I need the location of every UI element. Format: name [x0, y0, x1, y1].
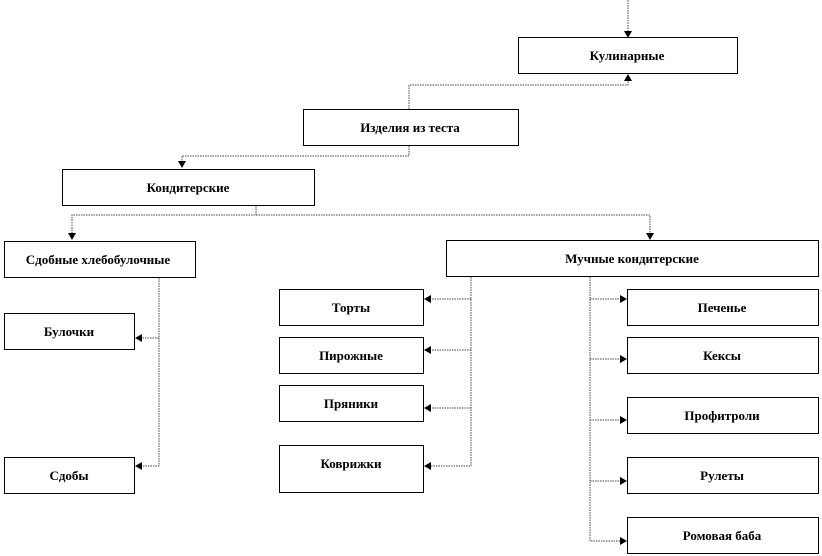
node-flour-confectionery-label: Мучные кондитерские	[565, 251, 699, 266]
arrow-down	[624, 31, 632, 38]
node-kovrizhki-label: Коврижки	[320, 456, 382, 471]
arrow-left	[424, 462, 431, 470]
connector-rich-bakery-children	[140, 278, 160, 467]
connector-flour-left-children	[430, 277, 472, 467]
arrow-down	[178, 161, 186, 168]
arrow-left	[424, 346, 431, 354]
arrow-down	[646, 233, 654, 240]
arrow-right	[620, 537, 627, 545]
node-culinary: Кулинарные	[518, 37, 738, 74]
connector-dough-to-culinary	[408, 79, 629, 109]
node-profiteroles: Профитроли	[627, 397, 819, 434]
arrow-left	[135, 462, 142, 470]
arrow-down	[68, 233, 76, 240]
node-cookies-label: Печенье	[698, 300, 747, 315]
arrow-up	[624, 74, 632, 81]
node-pastries-label: Пирожные	[319, 348, 383, 363]
node-flour-confectionery: Мучные кондитерские	[446, 240, 819, 277]
arrow-right	[620, 477, 627, 485]
node-confectionery: Кондитерские	[62, 169, 315, 206]
connector-dough-to-confectionery	[181, 146, 410, 163]
node-muffins: Кексы	[627, 337, 819, 374]
arrow-right	[620, 295, 627, 303]
node-kovrizhki: Коврижки	[279, 445, 424, 493]
node-rich-bakery-label: Сдобные хлебобулочные	[26, 252, 171, 267]
node-cakes-label: Торты	[332, 300, 370, 315]
node-dough-products-label: Изделия из теста	[360, 120, 460, 135]
arrow-left	[135, 334, 142, 342]
node-rolls-label: Рулеты	[700, 468, 744, 483]
connector-flour-right-children	[589, 277, 621, 542]
node-sdoby-label: Сдобы	[49, 468, 88, 483]
node-rolls: Рулеты	[627, 457, 819, 494]
node-buns-label: Булочки	[44, 324, 95, 339]
node-dough-products: Изделия из теста	[303, 109, 519, 146]
node-buns: Булочки	[4, 313, 135, 350]
node-rich-bakery: Сдобные хлебобулочные	[4, 241, 196, 278]
node-sdoby: Сдобы	[4, 457, 135, 494]
arrow-left	[424, 295, 431, 303]
node-pastries: Пирожные	[279, 337, 424, 374]
node-rum-baba: Ромовая баба	[627, 517, 819, 554]
node-rum-baba-label: Ромовая баба	[683, 528, 762, 543]
connectors	[68, 0, 654, 545]
node-cakes: Торты	[279, 289, 424, 326]
arrow-right	[620, 355, 627, 363]
connector-confectionery-split	[71, 206, 651, 235]
node-culinary-label: Кулинарные	[590, 48, 665, 63]
node-gingerbread: Пряники	[279, 385, 424, 422]
node-confectionery-label: Кондитерские	[147, 180, 230, 195]
node-cookies: Печенье	[627, 289, 819, 326]
arrow-left	[424, 404, 431, 412]
node-muffins-label: Кексы	[703, 348, 741, 363]
node-gingerbread-label: Пряники	[324, 396, 379, 411]
node-profiteroles-label: Профитроли	[684, 408, 760, 423]
arrow-right	[620, 416, 627, 424]
